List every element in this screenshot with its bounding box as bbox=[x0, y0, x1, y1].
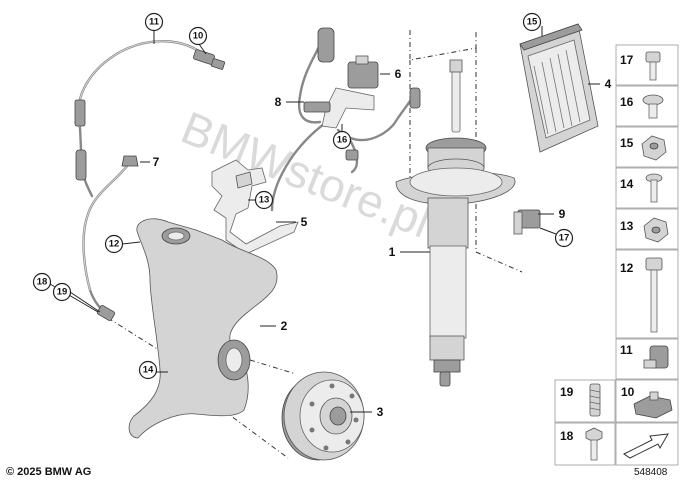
panel-cell-10: 10 bbox=[615, 379, 679, 423]
svg-text:5: 5 bbox=[301, 215, 308, 229]
callout-9: 9 bbox=[559, 207, 566, 221]
svg-text:1: 1 bbox=[389, 245, 396, 259]
svg-text:12: 12 bbox=[109, 239, 120, 250]
svg-text:16: 16 bbox=[620, 95, 634, 109]
clip-icon bbox=[643, 345, 669, 369]
callout-15: 15 bbox=[522, 12, 542, 32]
svg-text:12: 12 bbox=[620, 261, 634, 275]
callout-16: 16 bbox=[332, 130, 352, 150]
long-bolt-icon bbox=[645, 257, 663, 333]
spring-sleeve-icon bbox=[589, 383, 601, 417]
nut-icon bbox=[641, 135, 667, 161]
copyright-notice: © 2025 BMW AG bbox=[6, 466, 92, 478]
svg-text:19: 19 bbox=[57, 287, 68, 298]
svg-text:18: 18 bbox=[560, 429, 574, 443]
panel-cell-14: 14 bbox=[615, 167, 679, 209]
callout-18: 18 bbox=[32, 272, 52, 292]
steering-knuckle bbox=[128, 218, 278, 439]
svg-text:15: 15 bbox=[620, 136, 634, 150]
svg-text:11: 11 bbox=[620, 343, 633, 357]
svg-text:10: 10 bbox=[621, 385, 635, 399]
flange-bolt-icon bbox=[642, 94, 664, 119]
panel-cell-11: 11 bbox=[615, 338, 679, 380]
svg-text:13: 13 bbox=[259, 195, 270, 206]
panel-cell-19: 19 bbox=[554, 379, 616, 423]
callout-13: 13 bbox=[254, 190, 274, 210]
wheel-speed-sensor-cable bbox=[74, 40, 226, 198]
cable-bracket bbox=[211, 159, 299, 255]
svg-text:6: 6 bbox=[395, 67, 402, 81]
panel-cell-18: 18 bbox=[554, 422, 616, 466]
svg-text:17: 17 bbox=[620, 53, 634, 67]
svg-text:3: 3 bbox=[377, 405, 384, 419]
brake-pad-wear-sensor-cable bbox=[82, 155, 139, 321]
svg-text:18: 18 bbox=[37, 277, 48, 288]
direction-arrow-icon bbox=[623, 433, 669, 459]
control-unit bbox=[519, 23, 599, 153]
callout-1: 1 bbox=[389, 245, 396, 259]
callout-7: 7 bbox=[153, 155, 160, 169]
svg-text:16: 16 bbox=[337, 135, 348, 146]
sensor-harness bbox=[270, 27, 421, 212]
panel-cell-13: 13 bbox=[615, 208, 679, 250]
svg-text:14: 14 bbox=[143, 365, 154, 376]
shock-absorber-strut bbox=[395, 59, 541, 387]
callout-14: 14 bbox=[138, 360, 158, 380]
callout-17: 17 bbox=[554, 228, 574, 248]
panel-cell-12: 12 bbox=[615, 249, 679, 339]
svg-text:8: 8 bbox=[275, 95, 282, 109]
svg-text:11: 11 bbox=[149, 17, 160, 28]
callout-5: 5 bbox=[301, 215, 308, 229]
callout-2: 2 bbox=[281, 319, 288, 333]
panel-cell-15: 15 bbox=[615, 126, 679, 168]
diagram-number: 548408 bbox=[634, 467, 668, 478]
svg-text:15: 15 bbox=[527, 17, 538, 28]
callout-12: 12 bbox=[104, 234, 124, 254]
bolt-icon bbox=[645, 51, 661, 81]
screw-icon bbox=[645, 173, 663, 203]
panel-cell-arrow bbox=[615, 422, 679, 466]
callout-8: 8 bbox=[275, 95, 282, 109]
svg-text:4: 4 bbox=[605, 77, 612, 91]
callout-4: 4 bbox=[605, 77, 612, 91]
svg-text:13: 13 bbox=[620, 219, 634, 233]
svg-text:9: 9 bbox=[559, 207, 566, 221]
hex-bolt-icon bbox=[585, 427, 603, 461]
bracket-clip-icon bbox=[633, 391, 673, 419]
svg-text:14: 14 bbox=[620, 177, 634, 191]
svg-text:19: 19 bbox=[560, 385, 574, 399]
callout-11: 11 bbox=[144, 12, 164, 32]
callout-10: 10 bbox=[188, 26, 208, 46]
svg-text:10: 10 bbox=[193, 31, 204, 42]
svg-text:2: 2 bbox=[281, 319, 288, 333]
callout-19: 19 bbox=[52, 282, 72, 302]
callout-6: 6 bbox=[395, 67, 402, 81]
hex-nut-icon bbox=[643, 217, 669, 243]
wheel-hub bbox=[281, 371, 365, 461]
svg-text:7: 7 bbox=[153, 155, 160, 169]
panel-cell-17: 17 bbox=[615, 44, 679, 86]
panel-cell-16: 16 bbox=[615, 85, 679, 127]
fastener-panel: 17 16 15 14 bbox=[554, 44, 679, 466]
svg-text:17: 17 bbox=[559, 233, 570, 244]
callout-3: 3 bbox=[377, 405, 384, 419]
